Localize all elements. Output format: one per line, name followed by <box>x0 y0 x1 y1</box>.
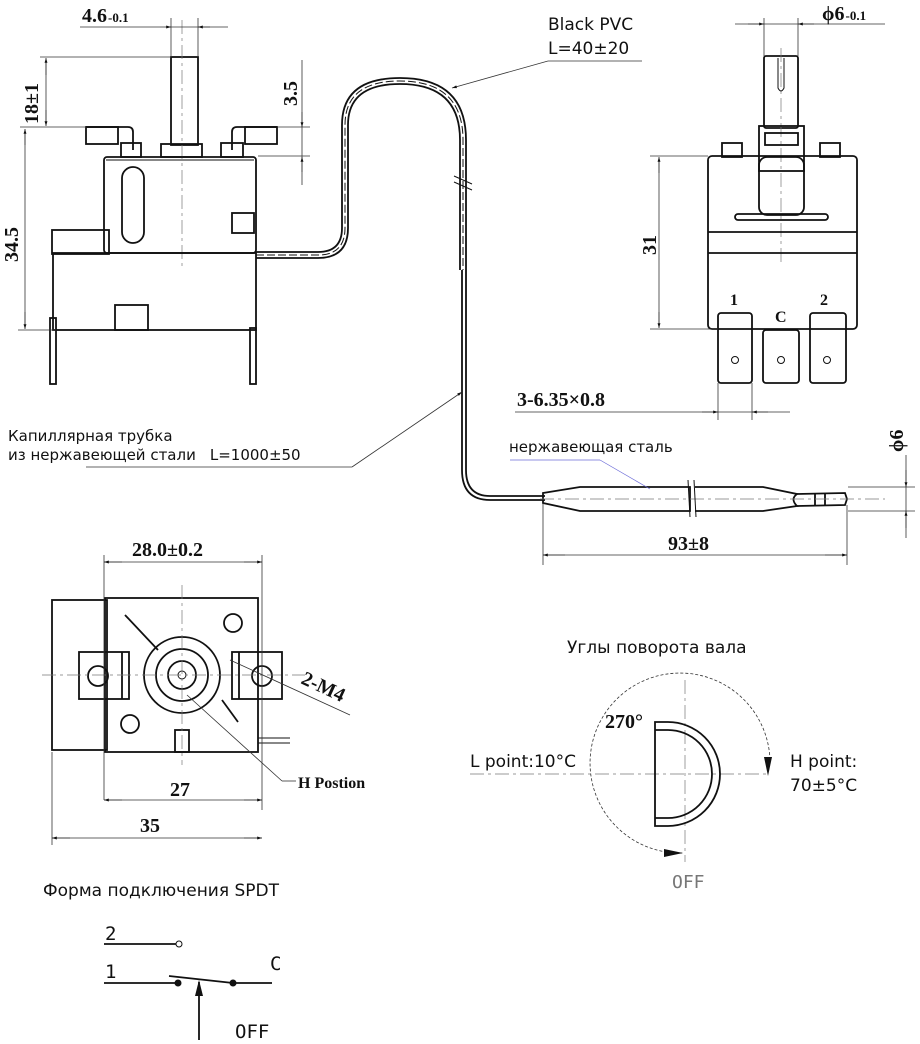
svg-text:Капиллярная трубка: Капиллярная трубка <box>8 427 173 445</box>
wiring-off-label: OFF <box>235 1021 269 1043</box>
body-lower <box>52 252 257 331</box>
wiring-diagram: Форма подключения SPDT 2 1 C OFF <box>43 881 281 1043</box>
inner-width-dim: 27 <box>170 779 190 801</box>
bottom-view: 28.0±0.2 2-M4 H Postion 27 35 <box>42 539 365 845</box>
wiring-title: Форма подключения SPDT <box>43 881 280 901</box>
terminal-size-dim: 3-6.35×0.8 <box>517 389 605 411</box>
terminal-offset-dim: 3.5 <box>280 81 302 106</box>
svg-text:Black PVC: Black PVC <box>548 15 633 35</box>
wiring-common: C <box>270 953 281 975</box>
terminal-label-1: 1 <box>730 292 738 309</box>
bulb-length-dim: 93±8 <box>668 533 709 555</box>
terminal-1 <box>717 312 753 384</box>
front-view: 1 C 2 ϕ6-0.1 31 3-6.35×0.8 <box>515 3 885 420</box>
rotation-off-label: OFF <box>672 872 705 893</box>
svg-text:L=40±20: L=40±20 <box>548 39 629 59</box>
shaft-base <box>160 143 203 158</box>
bulb-material-label: нержавеющая сталь <box>509 438 673 456</box>
capillary-tube <box>256 77 545 501</box>
l-point-label: L point:10°C <box>470 752 576 772</box>
terminal-c <box>762 329 800 384</box>
wiring-pin-2: 2 <box>105 923 116 945</box>
h-point-label: H point: <box>790 752 857 772</box>
bulb-diameter-dim: ϕ6 <box>886 430 908 452</box>
sensor-bulb: нержавеющая сталь 93±8 ϕ6 <box>509 430 915 565</box>
body-upper <box>103 156 257 254</box>
hole-spacing-dim: 28.0±0.2 <box>132 539 203 561</box>
body-height-dim: 34.5 <box>1 227 23 262</box>
terminal-label-c: C <box>775 309 787 326</box>
rotation-angle: 270° <box>605 711 643 733</box>
cable-label: Black PVC L=40±20 <box>451 15 642 89</box>
shaft <box>170 56 199 146</box>
side-view: 4.6-0.1 18±1 34.5 3.5 <box>1 5 310 385</box>
front-shaft-diameter-dim: ϕ6-0.1 <box>822 3 866 25</box>
terminal-label-2: 2 <box>820 292 828 309</box>
wiring-pin-1: 1 <box>105 961 116 983</box>
outer-width-dim: 35 <box>140 815 160 837</box>
terminal-2 <box>809 312 847 384</box>
front-body <box>707 155 858 330</box>
rotation-diagram: Углы поворота вала 270° L point:10°C H p… <box>470 638 857 893</box>
rotation-title: Углы поворота вала <box>567 638 747 658</box>
shaft-height-dim: 18±1 <box>21 83 43 124</box>
h-point-value: 70±5°C <box>790 776 857 796</box>
front-height-dim: 31 <box>639 235 661 255</box>
h-position-label: H Postion <box>298 775 365 792</box>
screw-label: 2-M4 <box>298 668 349 707</box>
shaft-width-dim: 4.6-0.1 <box>82 5 129 27</box>
